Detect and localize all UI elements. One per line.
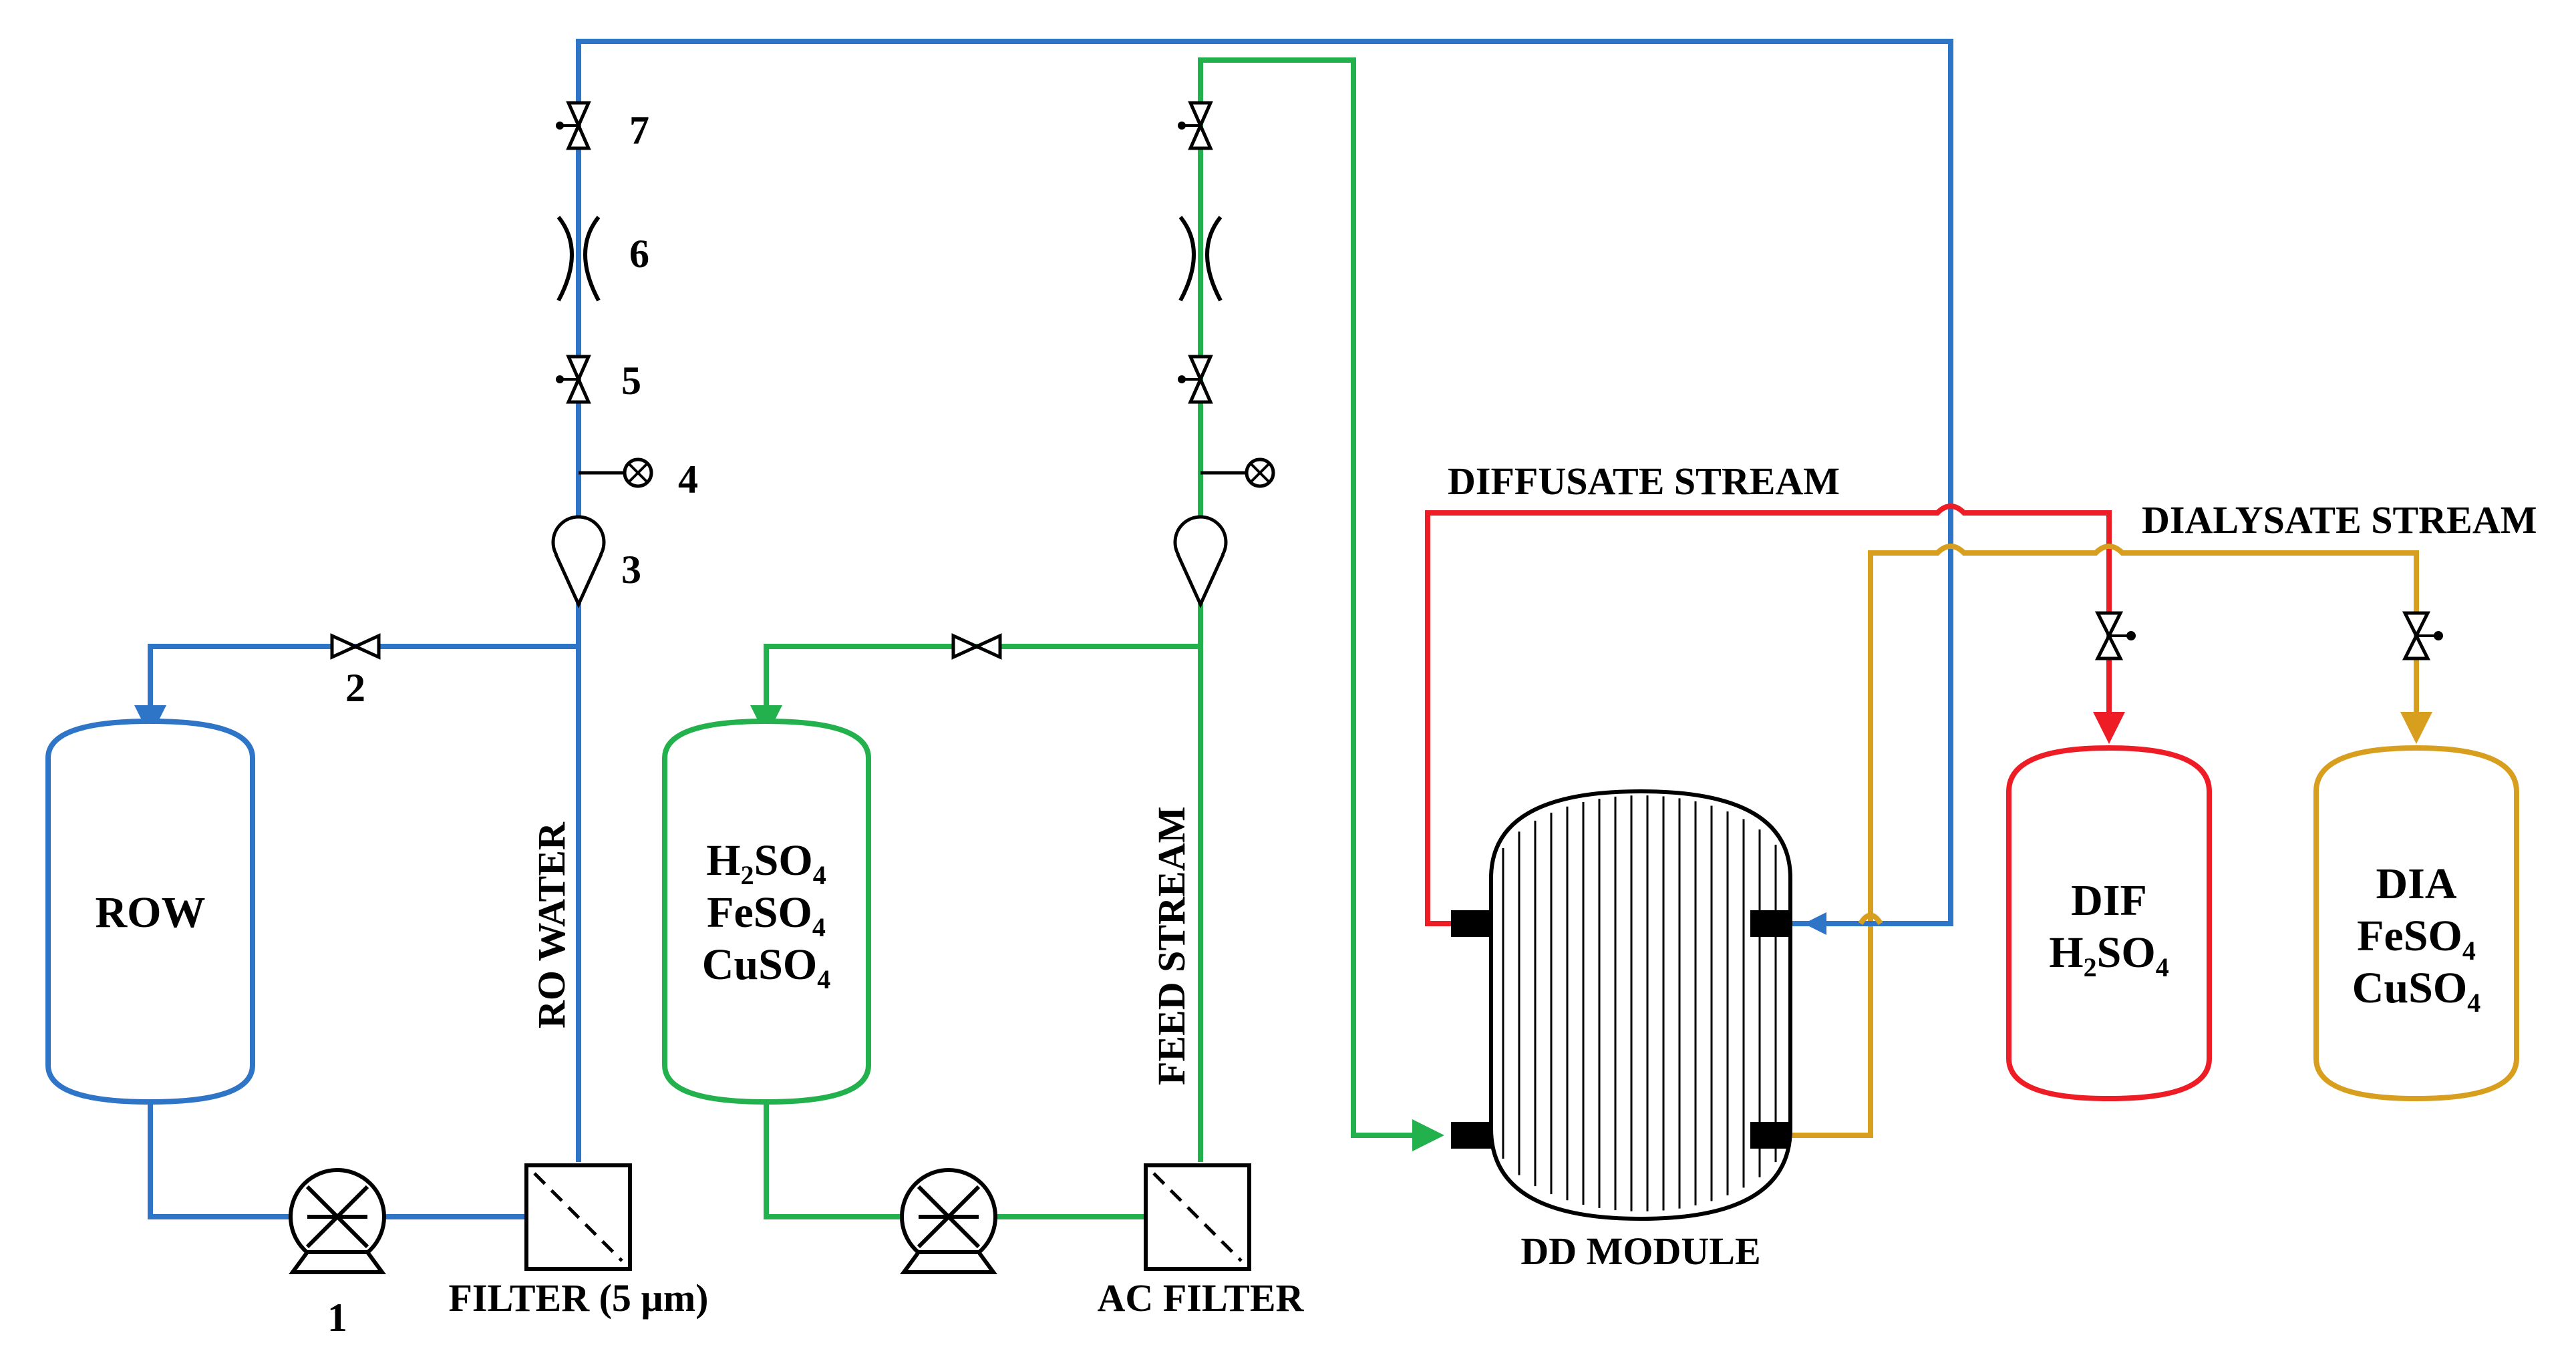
valve-feed-mid [1178, 355, 1213, 404]
dia-tank-title: DIA [2376, 859, 2456, 908]
feed-tank: H2SO4 FeSO4 CuSO4 [662, 718, 871, 1105]
valve-feed-bypass [951, 633, 1002, 660]
valve-ro-bypass [330, 633, 381, 660]
label-number-2: 2 [345, 666, 365, 710]
ro-water-inlet-arrow [1804, 912, 1826, 935]
ac-filter: AC FILTER [1098, 1163, 1305, 1320]
valve-ro-5 [556, 355, 591, 404]
valve-dia-outlet [2402, 611, 2443, 660]
dia-tank-line-2: FeSO4 [2357, 912, 2476, 966]
feed-stream-label: FEED STREAM [1150, 807, 1193, 1085]
dif-tank-formula: H2SO4 [2049, 928, 2168, 982]
pressure-gauge-ro [579, 457, 653, 488]
label-number-1: 1 [327, 1296, 347, 1340]
dd-port-bottom-left [1451, 1122, 1491, 1149]
flow-meter-ro [551, 515, 606, 609]
restrictor-feed [1178, 216, 1223, 302]
dialysate-stream-label: DIALYSATE STREAM [2142, 498, 2537, 542]
valve-ro-7 [556, 101, 591, 150]
pump-2 [900, 1168, 997, 1274]
flow-meter-feed [1173, 515, 1228, 609]
dd-port-top-right [1750, 910, 1790, 937]
pump-1 [289, 1168, 386, 1274]
pressure-gauge-feed [1200, 457, 1275, 488]
label-number-5: 5 [621, 359, 641, 403]
dd-port-bottom-right [1750, 1122, 1790, 1149]
label-number-4: 4 [678, 457, 698, 502]
label-number-7: 7 [629, 108, 649, 152]
valve-feed-top [1178, 101, 1213, 150]
ro-water-label: RO WATER [530, 821, 573, 1028]
ac-filter-label: AC FILTER [1098, 1276, 1305, 1320]
row-tank: ROW [45, 718, 255, 1105]
dif-tank: DIF H2SO4 [2006, 745, 2212, 1102]
dia-tank-line-3: CuSO4 [2352, 964, 2480, 1018]
dia-tank: DIA FeSO4 CuSO4 [2313, 745, 2519, 1102]
dd-module: DD MODULE [1451, 789, 1792, 1273]
filter-5um: FILTER (5 µm) [449, 1163, 709, 1320]
dd-module-label: DD MODULE [1520, 1229, 1760, 1273]
label-number-3: 3 [621, 548, 641, 592]
dd-port-top-left [1451, 910, 1491, 937]
feed-tank-line-1: H2SO4 [706, 836, 826, 890]
valve-dif-outlet [2094, 611, 2136, 660]
row-tank-label: ROW [96, 888, 206, 937]
diffusate-piping [1425, 504, 2125, 926]
filter-5um-label: FILTER (5 µm) [449, 1276, 709, 1320]
label-number-6: 6 [629, 232, 649, 276]
restrictor-ro [556, 216, 601, 302]
dif-tank-title: DIF [2071, 876, 2147, 925]
feed-piping [750, 57, 1444, 1219]
diffusate-stream-label: DIFFUSATE STREAM [1448, 459, 1840, 503]
feed-tank-line-3: CuSO4 [702, 940, 830, 994]
feed-tank-line-2: FeSO4 [707, 888, 826, 942]
